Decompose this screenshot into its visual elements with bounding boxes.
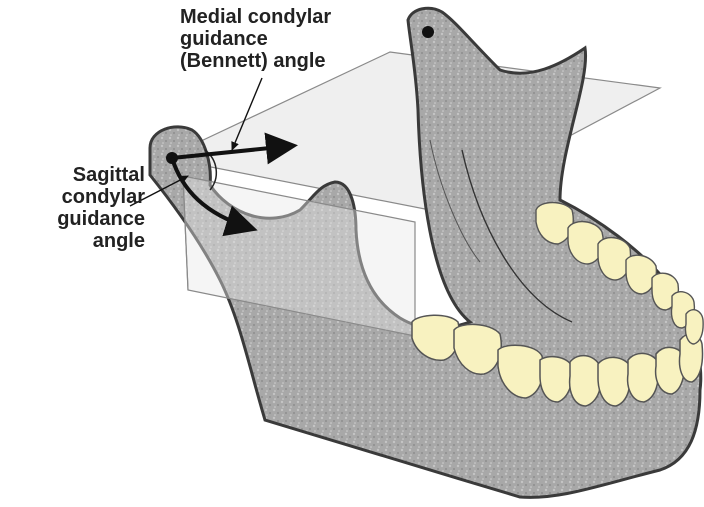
medial-condylar-guidance-label: Medial condylar guidance (Bennett) angle: [180, 6, 331, 72]
medial-label-line-3: (Bennett) angle: [180, 50, 331, 72]
tooth-back-7: [685, 310, 703, 344]
sagittal-label-line-3: guidance: [10, 208, 145, 230]
condyle-foramen: [422, 26, 434, 38]
tooth-incisor-1: [598, 357, 630, 406]
tooth-incisor-2: [628, 353, 659, 402]
sagittal-label-line-1: Sagittal: [10, 164, 145, 186]
medial-label-line-2: guidance: [180, 28, 331, 50]
medial-label-line-1: Medial condylar: [180, 6, 331, 28]
sagittal-condylar-guidance-label: Sagittal condylar guidance angle: [10, 164, 145, 252]
tooth-canine: [570, 356, 602, 406]
sagittal-label-line-2: condylar: [10, 186, 145, 208]
sagittal-label-line-4: angle: [10, 230, 145, 252]
